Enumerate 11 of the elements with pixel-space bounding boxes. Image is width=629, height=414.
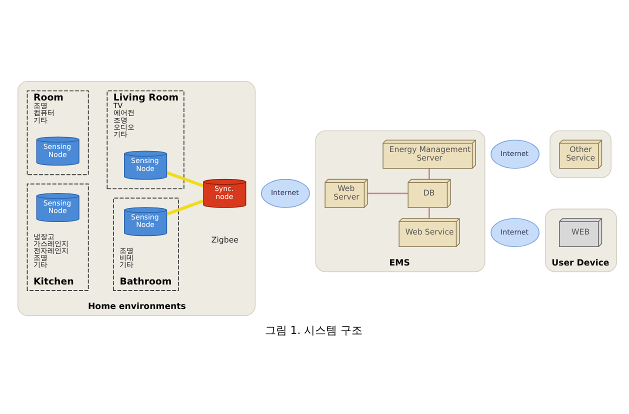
caption: 그림 1. 시스템 구조: [264, 323, 363, 336]
connector: [428, 168, 430, 179]
connector: [428, 207, 430, 218]
node-label: Zigbee: [211, 234, 238, 244]
connector: [166, 170, 204, 187]
node-ellipse: Internet: [261, 178, 310, 208]
connector: [166, 198, 204, 216]
node-ellipse: Internet: [490, 218, 540, 247]
node-ellipse: Internet: [490, 139, 540, 168]
cluster: [550, 130, 612, 178]
connector: [368, 192, 408, 194]
